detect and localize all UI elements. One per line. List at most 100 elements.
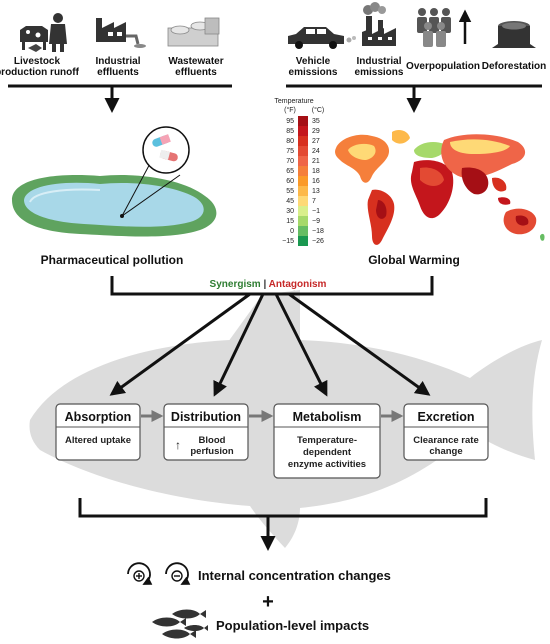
stage-desc-line: Blood — [199, 435, 226, 446]
legend-tick-f: 30 — [286, 208, 294, 215]
legend-color-swatch — [298, 186, 308, 196]
legend-color-swatch — [298, 126, 308, 136]
people-group-icon — [417, 8, 472, 47]
arrow-to-metabolism — [274, 293, 328, 397]
source-livestock-line2: production runoff — [0, 67, 80, 78]
legend-tick-c: 16 — [312, 178, 320, 185]
legend-color-swatch — [298, 226, 308, 236]
smokestack-factory-icon — [362, 2, 396, 46]
legend-tick-f: 45 — [286, 198, 294, 205]
antagonism-label: Antagonism — [269, 279, 327, 290]
legend-tick-c: 18 — [312, 168, 320, 175]
source-wastewater-line2: effluents — [175, 67, 217, 78]
legend-tick-f: −15 — [282, 238, 294, 245]
legend-color-swatch — [298, 146, 308, 156]
stage-title: Metabolism — [293, 410, 362, 424]
legend-color-swatch — [298, 116, 308, 126]
legend-tick-c: 13 — [312, 188, 320, 195]
legend-tick-f: 60 — [286, 178, 294, 185]
arrow-to-distribution — [213, 293, 265, 397]
legend-tick-f: 55 — [286, 188, 294, 195]
source-industrial-effluents-line1: Industrial — [95, 56, 140, 67]
source-industrial-emissions-line2: emissions — [355, 67, 404, 78]
polluted-pond-illustration — [12, 126, 217, 237]
source-vehicle-line1: Vehicle — [296, 56, 331, 67]
stage-excretion: Excretion Clearance rate change — [403, 403, 489, 461]
stage-desc-line: dependent — [303, 447, 352, 458]
outcome-plus-sign: + — [262, 591, 274, 613]
outcome-internal-concentration: Internal concentration changes — [198, 568, 391, 583]
pharmaceutical-pollution-title: Pharmaceutical pollution — [41, 253, 184, 267]
stage-desc-line: Temperature- — [297, 435, 357, 446]
legend-color-swatch — [298, 216, 308, 226]
legend-tick-c: −18 — [312, 228, 324, 235]
stage-desc-line: enzyme activities — [288, 459, 366, 470]
legend-tick-c: 29 — [312, 128, 320, 135]
tree-stump-icon — [492, 21, 536, 48]
legend-tick-f: 70 — [286, 158, 294, 165]
source-industrial-emissions-line1: Industrial — [356, 56, 401, 67]
arrow-to-excretion — [288, 292, 431, 396]
world-warming-map — [335, 130, 545, 245]
source-vehicle-line2: emissions — [289, 67, 338, 78]
wastewater-plant-icon — [167, 17, 220, 47]
legend-tick-f: 80 — [286, 138, 294, 145]
legend-color-swatch — [298, 196, 308, 206]
source-deforestation: Deforestation — [482, 61, 546, 72]
legend-tick-f: 15 — [286, 218, 294, 225]
legend-title: Temperature — [274, 98, 313, 105]
temperature-legend: Temperature (°F) (°C) 958580757065605545… — [274, 98, 324, 246]
source-wastewater-line1: Wastewater — [168, 56, 223, 67]
legend-color-swatch — [298, 136, 308, 146]
legend-color-swatch — [298, 176, 308, 186]
legend-unit-c: (°C) — [312, 106, 325, 114]
synergism-label: Synergism — [210, 279, 261, 290]
pill-capsule-icon — [152, 134, 178, 162]
merge-bracket — [110, 276, 434, 296]
stage-absorption: Absorption Altered uptake — [55, 403, 141, 461]
legend-tick-c: −1 — [312, 208, 320, 215]
car-icon — [288, 27, 356, 49]
legend-tick-c: 35 — [312, 118, 320, 125]
interaction-separator: | — [261, 279, 269, 290]
arrow-to-absorption — [109, 292, 251, 396]
source-overpopulation: Overpopulation — [406, 61, 480, 72]
legend-tick-f: 95 — [286, 118, 294, 125]
legend-tick-c: 21 — [312, 158, 320, 165]
stage-metabolism: Metabolism Temperature- dependent enzyme… — [273, 403, 381, 479]
source-livestock-line1: Livestock — [14, 56, 61, 67]
stage-desc-line: perfusion — [190, 446, 233, 457]
stage-distribution: Distribution ↑ Blood perfusion — [163, 403, 249, 461]
legend-tick-f: 85 — [286, 128, 294, 135]
livestock-farmer-icon — [20, 13, 67, 52]
stage-desc-line: Clearance rate — [413, 435, 478, 446]
outcome-population-impacts: Population-level impacts — [216, 618, 369, 633]
stage-title: Distribution — [171, 410, 241, 424]
legend-tick-c: 7 — [312, 198, 316, 205]
interaction-label: Synergism | Antagonism — [210, 279, 327, 290]
source-industrial-effluents-line2: effluents — [97, 67, 139, 78]
legend-tick-c: −9 — [312, 218, 320, 225]
decrease-cycle-icon — [165, 562, 191, 585]
legend-color-swatch — [298, 206, 308, 216]
legend-color-swatch — [298, 166, 308, 176]
stage-title: Absorption — [65, 410, 132, 424]
stage-desc-line: Altered uptake — [65, 435, 131, 446]
outcome-bracket — [78, 498, 488, 518]
increase-arrow-icon: ↑ — [175, 438, 181, 452]
factory-effluent-icon — [96, 18, 146, 48]
legend-tick-c: 27 — [312, 138, 320, 145]
stage-desc-line: change — [429, 446, 462, 457]
stage-title: Excretion — [418, 410, 475, 424]
legend-tick-c: −26 — [312, 238, 324, 245]
legend-color-swatch — [298, 236, 308, 246]
fish-school-icon — [152, 609, 208, 639]
global-warming-title: Global Warming — [368, 253, 460, 267]
legend-tick-f: 0 — [290, 228, 294, 235]
legend-unit-f: (°F) — [284, 106, 296, 114]
increase-cycle-icon — [127, 562, 153, 585]
legend-tick-f: 75 — [286, 148, 294, 155]
legend-color-swatch — [298, 156, 308, 166]
legend-tick-f: 65 — [286, 168, 294, 175]
